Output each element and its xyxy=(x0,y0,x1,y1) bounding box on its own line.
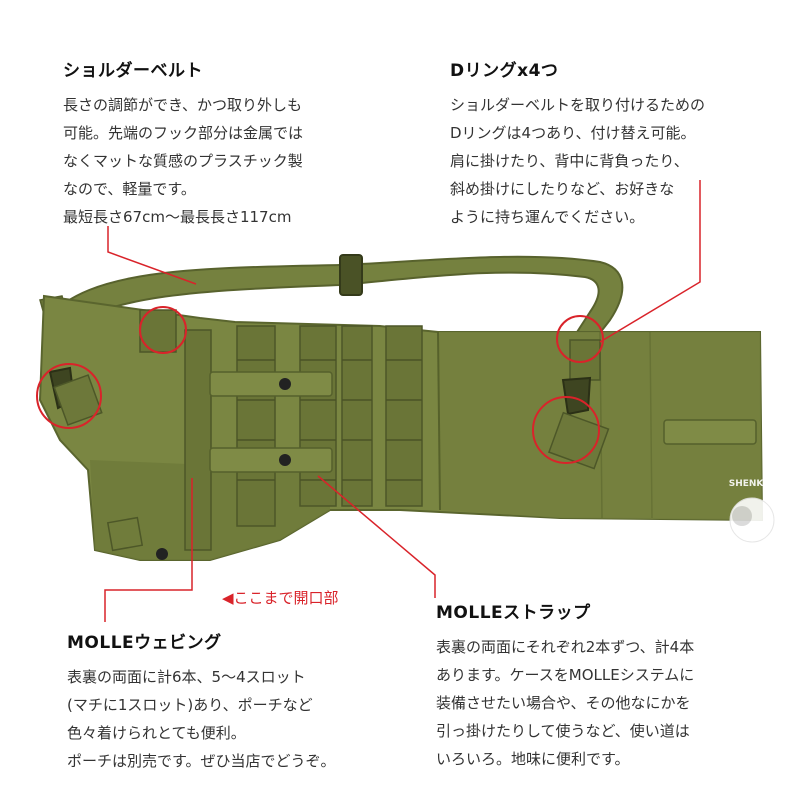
strap-buckle xyxy=(339,254,363,296)
description-line: 色々着けられとても便利。 xyxy=(67,724,246,742)
shoulder-belt-description: 長さの調節ができ、かつ取り外しも 可能。先端のフック部分は金属では なくマットな… xyxy=(63,91,303,231)
leader-shoulder-belt xyxy=(107,226,197,285)
molle-strap-description: 表裏の両面にそれぞれ2本ずつ、計4本 あります。ケースをMOLLEシステムに 装… xyxy=(436,633,694,773)
molle-webbing-title: MOLLEウェビング xyxy=(67,633,222,653)
watermark-logo: SHENKEL xyxy=(729,479,776,543)
description-line: 長さの調節ができ、かつ取り外しも xyxy=(63,96,302,114)
d-ring-title: Dリングx4つ xyxy=(450,61,559,81)
shoulder-belt-title: ショルダーベルト xyxy=(63,61,203,81)
description-line: いろいろ。地味に便利です。 xyxy=(436,750,630,768)
d-ring-circle-right xyxy=(556,315,604,363)
description-line: Dリングは4つあり、付け替え可能。 xyxy=(450,124,696,142)
watermark-text: SHENKEL xyxy=(729,479,776,489)
callout-d-ring: Dリングx4つ ショルダーベルトを取り付けるための Dリングは4つあり、付け替え… xyxy=(450,56,705,231)
description-line: 表裏の両面にそれぞれ2本ずつ、計4本 xyxy=(436,638,695,656)
description-line: (マチに1スロット)あり、ポーチなど xyxy=(67,696,313,714)
molle-strap-title: MOLLEストラップ xyxy=(436,603,591,623)
molle-straps xyxy=(156,371,757,560)
opening-label: ◀ここまで開口部 xyxy=(222,589,339,607)
description-line: 斜め掛けにしたりなど、お好きな xyxy=(450,180,675,198)
description-line: ポーチは別売です。ぜひ当店でどうぞ。 xyxy=(67,752,336,770)
description-line: なくマットな質感のプラスチック製 xyxy=(63,152,303,170)
description-line: 肩に掛けたり、背中に背負ったり、 xyxy=(450,152,689,170)
description-line: ように持ち運んでください。 xyxy=(450,208,645,226)
right-hook xyxy=(561,376,592,416)
molle-webbing-description: 表裏の両面に計6本、5〜4スロット (マチに1スロット)あり、ポーチなど 色々着… xyxy=(67,663,336,775)
description-line: 装備させたい場合や、その他なにかを xyxy=(436,694,691,712)
description-line: あります。ケースをMOLLEシステムに xyxy=(436,666,695,684)
leader-molle-webbing xyxy=(104,478,193,622)
description-line: なので、軽量です。 xyxy=(63,180,196,198)
d-ring-description: ショルダーベルトを取り付けるための Dリングは4つあり、付け替え可能。 肩に掛け… xyxy=(450,91,705,231)
description-line: 表裏の両面に計6本、5〜4スロット xyxy=(67,668,306,686)
description-line: ショルダーベルトを取り付けるための xyxy=(450,96,706,114)
molle-webbing xyxy=(236,325,423,527)
d-ring-circle-left xyxy=(139,306,187,354)
hook-circle-left xyxy=(36,363,102,429)
hook-circle-right xyxy=(532,396,600,464)
description-line: 可能。先端のフック部分は金属では xyxy=(63,124,304,142)
leader-molle-strap xyxy=(317,475,436,598)
description-line: 引っ掛けたりして使うなど、使い道は xyxy=(436,722,690,740)
callout-shoulder-belt: ショルダーベルト 長さの調節ができ、かつ取り外しも 可能。先端のフック部分は金属… xyxy=(63,56,303,231)
callout-molle-strap: MOLLEストラップ 表裏の両面にそれぞれ2本ずつ、計4本 あります。ケースをM… xyxy=(436,598,694,773)
callout-molle-webbing: MOLLEウェビング 表裏の両面に計6本、5〜4スロット (マチに1スロット)あ… xyxy=(67,628,336,775)
description-line: 最短長さ67cm〜最長長さ117cm xyxy=(63,208,292,226)
leader-d-ring xyxy=(599,180,701,343)
